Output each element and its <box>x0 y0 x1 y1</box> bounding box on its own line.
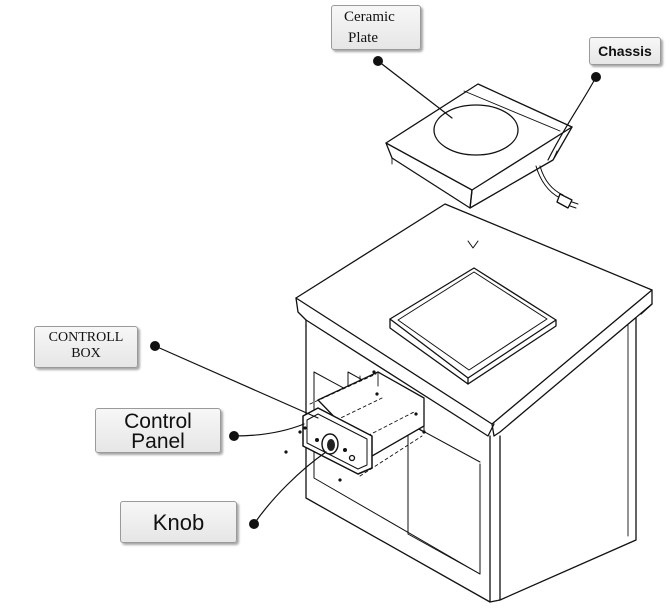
control-box-assembly <box>284 370 426 482</box>
leader-chassis <box>547 76 597 161</box>
controll-box-label-line1: CONTROLL <box>48 330 124 345</box>
ceramic-plate-label: Ceramic Plate <box>331 5 421 50</box>
ceramic-plate-label-line2: Plate <box>348 30 378 46</box>
controll-box-label: CONTROLL BOX <box>34 326 138 368</box>
ceramic-plate-shape <box>433 104 519 156</box>
chassis-label: Chassis <box>589 37 661 65</box>
leader-ceramic-plate <box>377 60 453 119</box>
leader-knob <box>253 451 327 525</box>
power-cord <box>535 165 561 199</box>
leader-dots <box>150 56 601 529</box>
control-panel-label-line1: Control <box>124 410 192 433</box>
knob-shape <box>321 433 339 455</box>
control-panel-label-line2: Panel <box>131 430 185 453</box>
control-panel-label: Control Panel <box>95 408 221 453</box>
chassis-unit <box>385 83 579 209</box>
ceramic-plate-label-line1: Ceramic <box>344 9 395 25</box>
leader-control-panel <box>233 423 305 437</box>
leader-lines <box>154 60 597 525</box>
controll-box-label-line2: BOX <box>71 346 101 361</box>
knob-label: Knob <box>120 501 237 543</box>
leader-controll-box <box>154 345 319 419</box>
